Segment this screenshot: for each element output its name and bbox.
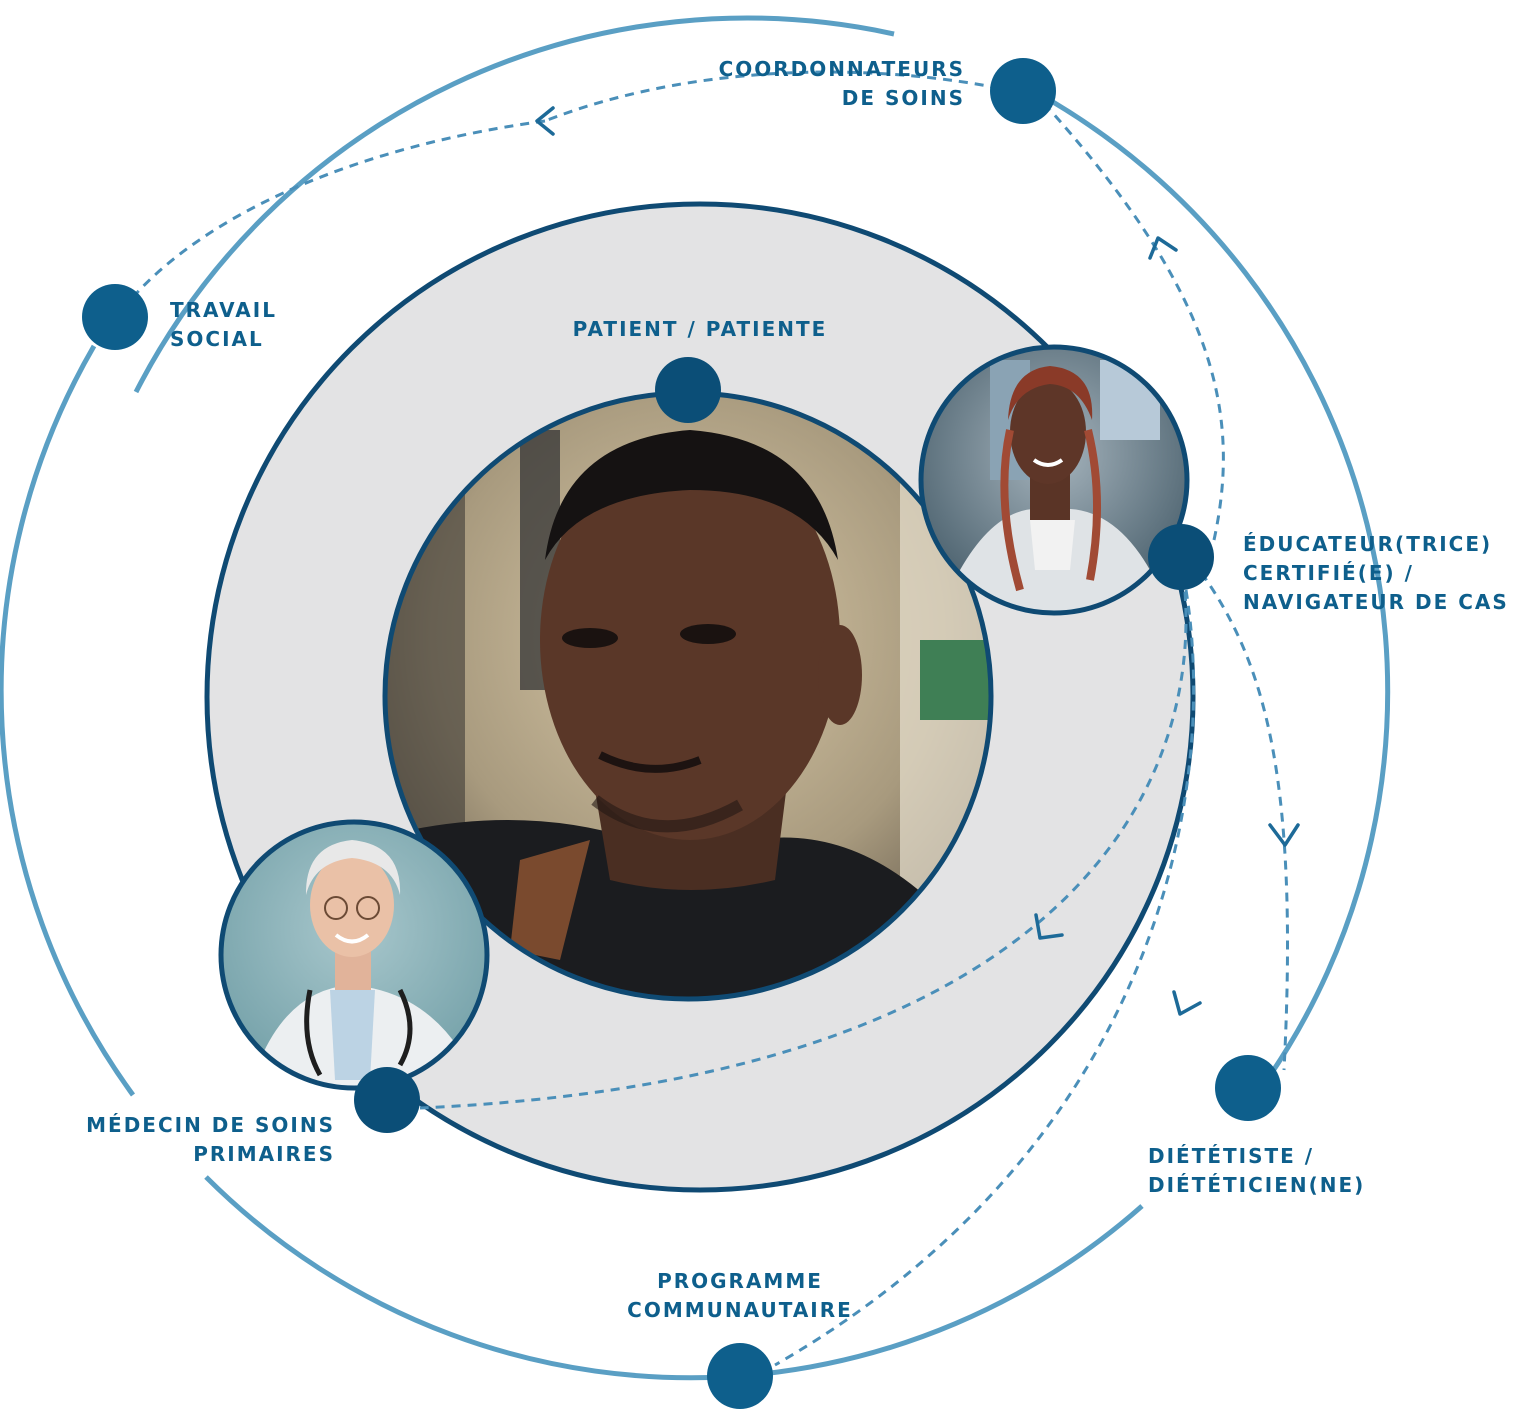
label-line: COORDONNATEURS (718, 57, 965, 81)
arrow-edu-to-diet (1190, 559, 1289, 1071)
arrow-edu-to-coord (1048, 109, 1225, 541)
nodes (82, 58, 1281, 1409)
label-line: COMMUNAUTAIRE (627, 1298, 853, 1322)
label-programme: PROGRAMME COMMUNAUTAIRE (565, 1267, 915, 1325)
doctor-photo (218, 819, 490, 1091)
label-line: TRAVAIL (170, 298, 277, 322)
node-travail-social (82, 284, 148, 350)
educator-photo (918, 344, 1190, 616)
node-educateur (1148, 524, 1214, 590)
label-medecin: MÉDECIN DE SOINS PRIMAIRES (30, 1111, 335, 1169)
label-coordonnateurs: COORDONNATEURS DE SOINS (640, 55, 965, 113)
arrow-coord-to-social (544, 70, 1047, 123)
label-line: DE SOINS (841, 86, 965, 110)
label-line: PATIENT / PATIENTE (572, 317, 828, 341)
node-programme (707, 1343, 773, 1409)
flow-arrows (114, 70, 1289, 1367)
label-line: NAVIGATEUR DE CAS (1243, 590, 1509, 614)
node-medecin (354, 1067, 420, 1133)
label-line: DIÉTÉTISTE / (1148, 1144, 1315, 1168)
label-line: DIÉTÉTICIEN(NE) (1148, 1173, 1366, 1197)
outer-ring (0, 15, 1391, 1381)
label-line: CERTIFIÉ(E) / (1243, 561, 1414, 585)
node-dieteticien (1215, 1055, 1281, 1121)
label-line: PRIMAIRES (193, 1142, 335, 1166)
label-line: SOCIAL (170, 327, 264, 351)
label-dieteticien: DIÉTÉTISTE / DIÉTÉTICIEN(NE) (1148, 1142, 1365, 1200)
label-travail-social: TRAVAIL SOCIAL (170, 296, 277, 354)
label-line: ÉDUCATEUR(TRICE) (1243, 532, 1493, 556)
arrow-to-social-tail (114, 119, 546, 319)
node-patient (655, 357, 721, 423)
label-line: PROGRAMME (657, 1269, 823, 1293)
label-patient: PATIENT / PATIENTE (505, 315, 895, 344)
node-coordonnateurs (990, 58, 1056, 124)
arrow-edu-to-programme (774, 589, 1196, 1367)
arrow-edu-to-medecin (419, 591, 1188, 1110)
label-line: MÉDECIN DE SOINS (86, 1113, 335, 1137)
arrow-heads (535, 106, 1300, 1016)
label-educateur: ÉDUCATEUR(TRICE) CERTIFIÉ(E) / NAVIGATEU… (1243, 530, 1509, 617)
